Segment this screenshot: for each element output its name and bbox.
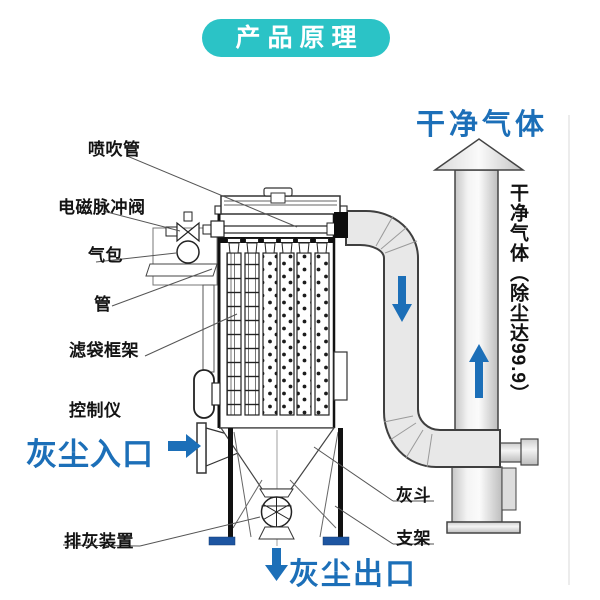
label-clean-gas: 干净气体 <box>416 109 549 141</box>
filter-bag-dotted <box>262 252 330 416</box>
label-air-bag: 气包 <box>88 246 123 265</box>
leader-lines <box>62 155 434 547</box>
pulse-valve-stem <box>183 211 193 222</box>
bag-necks <box>227 238 329 254</box>
label-pulse-valve: 电磁脉冲阀 <box>58 198 146 217</box>
chimney-up-arrow-icon <box>469 344 489 398</box>
blow-pipe <box>223 225 335 234</box>
label-filter-bag-frame: 滤袋框架 <box>69 341 139 360</box>
controller-unit <box>193 369 215 419</box>
label-ash-hopper: 灰斗 <box>396 486 431 505</box>
outlet-port <box>334 212 348 238</box>
duct-down-arrow-icon <box>392 276 412 322</box>
foot-plate <box>322 536 350 546</box>
label-clean-gas-note: 干净气体（除尘达99.9） <box>507 183 528 404</box>
label-blow-pipe: 喷吹管 <box>88 140 141 159</box>
filter-bag-caged <box>226 252 260 416</box>
page-title: 产品原理 <box>202 19 390 57</box>
dust-outlet-arrow-icon <box>265 548 288 581</box>
rotary-discharge-valve <box>258 488 295 540</box>
label-controller: 控制仪 <box>69 401 122 420</box>
filter-bags <box>226 238 330 416</box>
label-dust-inlet: 灰尘入口 <box>26 437 154 472</box>
label-dust-outlet: 灰尘出口 <box>289 558 417 591</box>
dust-inlet-arrow-icon <box>168 434 201 458</box>
outlet-duct <box>345 210 501 468</box>
air-bag <box>176 240 200 264</box>
label-support: 支架 <box>396 529 431 548</box>
flow-arrows <box>168 276 489 581</box>
pulse-clean-assembly <box>145 211 225 419</box>
chimney-cap-icon <box>432 138 526 171</box>
foot-plate <box>208 536 236 546</box>
pulse-valve-icon <box>176 221 189 243</box>
label-ash-discharge: 排灰装置 <box>64 532 134 551</box>
label-pipe: 管 <box>94 295 112 314</box>
duct-segment-lines <box>375 215 433 468</box>
chimney-stack <box>432 138 539 534</box>
